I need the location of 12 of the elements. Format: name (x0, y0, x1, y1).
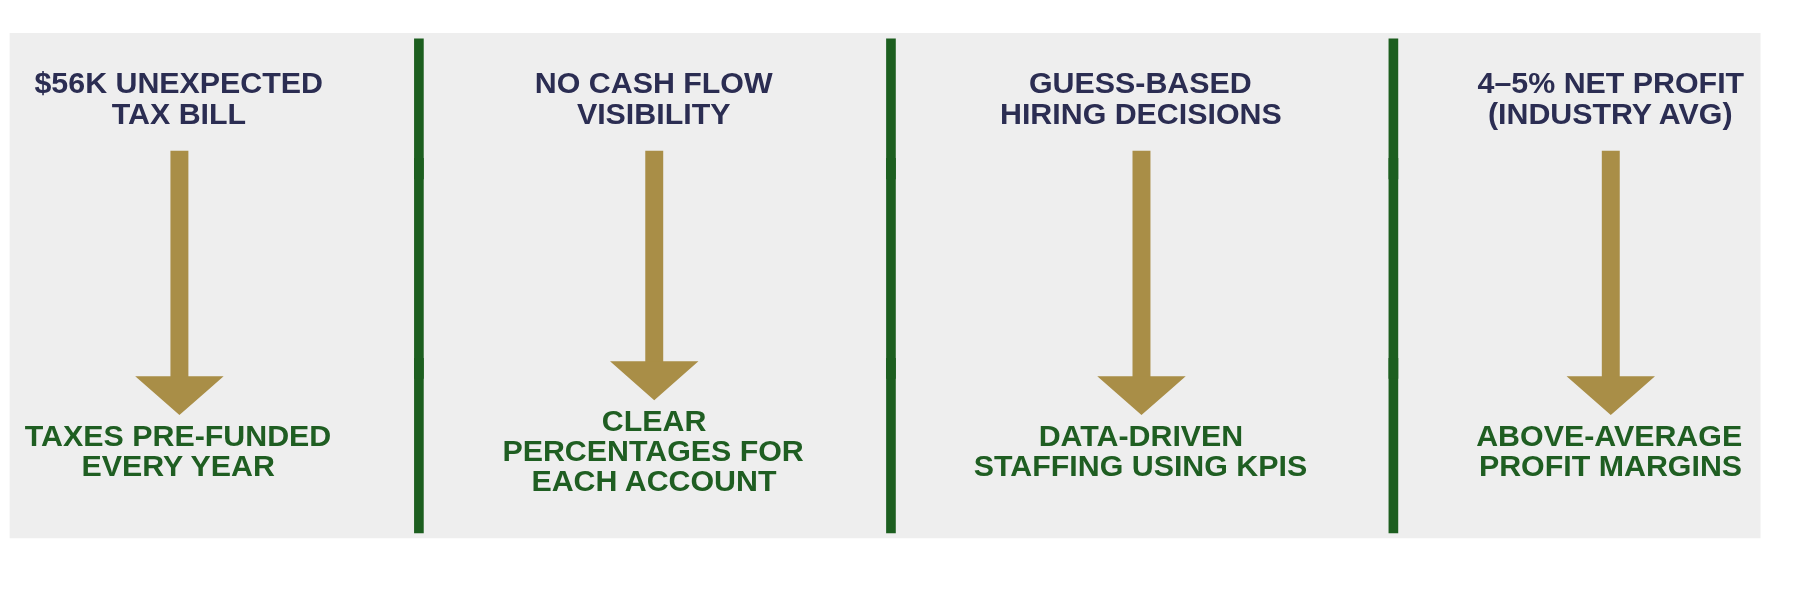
node-text: GUESS-BASED HIRING DECISIONS (1000, 65, 1282, 130)
arrow (1097, 150, 1186, 415)
arrow (1566, 150, 1655, 415)
node-text: 4–5% NET PROFIT (INDUSTRY AVG) (1477, 65, 1745, 130)
node-text: $56K UNEXPECTED TAX BILL (34, 65, 324, 130)
node-text: TAXES PRE-FUNDED EVERY YEAR (24, 418, 332, 482)
node-text: DATA-DRIVEN STAFFING USING KPIS (973, 418, 1308, 482)
arrow (610, 150, 699, 400)
node-text: CLEAR PERCENTAGES FOR EACH ACCOUNT (502, 403, 804, 497)
node-text: NO CASH FLOW VISIBILITY (534, 65, 773, 130)
node-text: ABOVE-AVERAGE PROFIT MARGINS (1476, 418, 1743, 482)
arrow (135, 150, 224, 415)
